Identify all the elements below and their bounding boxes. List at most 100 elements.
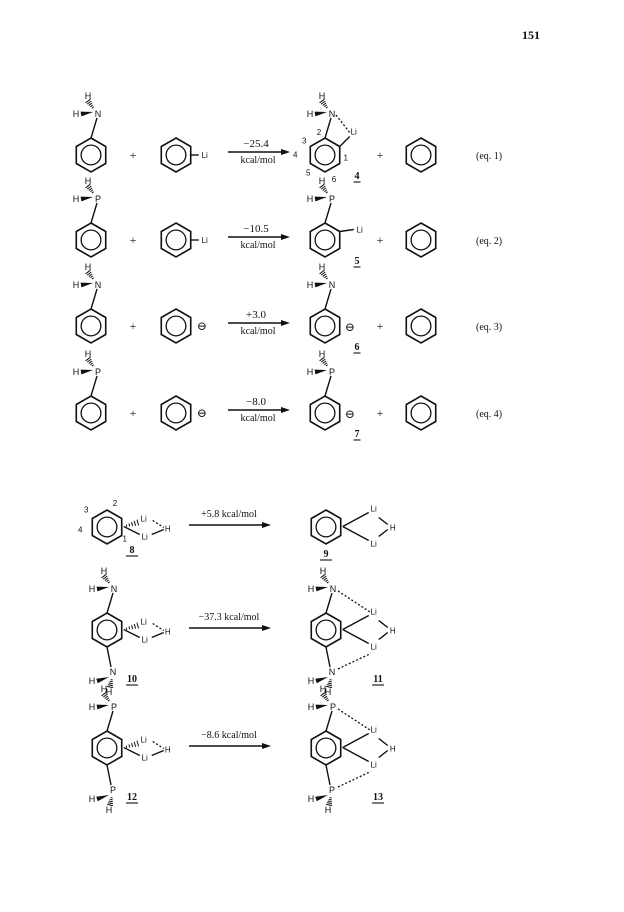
benzene-ring: [405, 395, 437, 431]
product-eq3-wedge: [314, 282, 327, 288]
ring-number: 3: [84, 506, 89, 515]
benzene-ring: [75, 308, 107, 344]
equation-label: (eq. 3): [476, 322, 502, 333]
compound-number: 5: [355, 256, 360, 267]
reactant-r8-li-h1: [152, 519, 165, 529]
product-r12-li2: Li: [371, 761, 377, 770]
compound-number: 11: [373, 674, 382, 685]
reactant-r10-bridge-h: H: [165, 628, 171, 637]
reactant-top-r12-h1: H: [89, 702, 96, 712]
benzene-ring: [160, 395, 192, 431]
energy-unit: kcal/mol: [241, 413, 276, 424]
reactant-top-r12-bond: [106, 710, 114, 732]
aromatic-circle: [410, 315, 432, 337]
product-eq1-h2: H: [319, 91, 326, 101]
arrow-head: [281, 234, 290, 240]
ring-number: 5: [306, 169, 311, 178]
reactant-r8-li2: Li: [142, 533, 148, 542]
bottom-h2: H: [325, 687, 332, 697]
product-top-r12-h1: H: [308, 702, 315, 712]
product-eq3-atom: N: [329, 280, 336, 290]
benzene-ring: [75, 395, 107, 431]
ring-number: 1: [343, 154, 348, 163]
benzene-ring: [309, 395, 341, 431]
product-eq4-bond: [324, 375, 332, 397]
reactant-eq2-h1: H: [73, 194, 80, 204]
bottom-h2: H: [106, 805, 113, 815]
reactant-eq4-h1: H: [73, 367, 80, 377]
x-li-interaction: [337, 652, 372, 670]
product-top-r12-atom: P: [330, 702, 336, 712]
li-label: Li: [202, 236, 208, 245]
product-eq4-h2: H: [319, 349, 326, 359]
bottom-bond: [325, 764, 331, 786]
plus-sign: +: [377, 148, 384, 162]
reactant-r8-bridge-h: H: [165, 525, 171, 534]
product-eq3-h1: H: [307, 280, 314, 290]
reactant-eq3-bond: [90, 288, 98, 310]
li-label: Li: [357, 226, 363, 235]
product-r8-li1: Li: [371, 505, 377, 514]
arrow-head: [281, 407, 290, 413]
reactant-top-r10-h2: H: [101, 566, 108, 576]
ring-number: 2: [113, 499, 118, 508]
benzene-ring: [310, 509, 342, 545]
product-r10-li1-h: [378, 619, 389, 629]
product-eq2-bond: [324, 202, 332, 224]
product-top-r10-atom: N: [330, 584, 337, 594]
product-r10-li1: Li: [371, 608, 377, 617]
aromatic-circle: [96, 619, 118, 641]
product-eq2-h1: H: [307, 194, 314, 204]
charge-label: ⊖: [197, 319, 207, 333]
reactant-eq1-atom: N: [95, 109, 102, 119]
reactant-top-r10-atom: N: [111, 584, 118, 594]
bottom-h1: H: [308, 794, 315, 804]
reactant-top-r12-wedge: [96, 704, 109, 710]
li-bond: [339, 228, 354, 233]
aromatic-circle: [410, 144, 432, 166]
compound-number: 9: [324, 549, 329, 560]
aromatic-circle: [96, 516, 118, 538]
aromatic-circle: [315, 737, 337, 759]
reactant-eq1-h1: H: [73, 109, 80, 119]
arrow-head: [262, 522, 271, 528]
aromatic-circle: [165, 144, 187, 166]
product-top-r10-bond: [325, 592, 333, 614]
reactant-top-r12-hash: [101, 691, 110, 702]
reaction-energy: −10.5: [243, 223, 269, 235]
reactant-top-r12-h2: H: [101, 684, 108, 694]
product-eq1-atom: N: [329, 109, 336, 119]
reactant-r12-li2: Li: [142, 754, 148, 763]
bottom-atom: N: [110, 667, 117, 677]
benzene-ring: [91, 509, 123, 545]
reactant-top-r12-atom: P: [111, 702, 117, 712]
equation-label: (eq. 2): [476, 236, 502, 247]
product-eq2-h2: H: [319, 176, 326, 186]
reactant-eq3-hash: [85, 269, 94, 280]
compound-number: 12: [127, 792, 137, 803]
product-top-r10-hash: [320, 573, 329, 584]
product-top-r10-h1: H: [308, 584, 315, 594]
reactant-r12-li1: Li: [141, 736, 147, 745]
reactant-r12-bridge-h: H: [165, 746, 171, 755]
reactant-r8-hash-li1: [125, 519, 140, 527]
plus-sign: +: [130, 406, 137, 420]
product-top-r10-wedge: [315, 586, 328, 592]
reactant-eq4-bond: [90, 375, 98, 397]
charge-label: ⊖: [345, 320, 355, 334]
product-r8-c-li1: [342, 511, 370, 528]
reactant-eq2-h2: H: [85, 176, 92, 186]
bottom-h2: H: [106, 687, 113, 697]
product-r12-c-li2: [342, 746, 370, 763]
bottom-wedge: [96, 677, 109, 684]
bottom-bond: [106, 764, 112, 786]
reactant-r12-li-h1: [152, 740, 165, 750]
reaction-energy: +5.8 kcal/mol: [201, 509, 257, 520]
benzene-ring: [160, 222, 192, 258]
product-r8-bridge-h: H: [390, 524, 396, 533]
reactant-eq1-hash: [85, 98, 94, 109]
bottom-hash: [325, 679, 333, 689]
energy-unit: kcal/mol: [241, 326, 276, 337]
bottom-hash: [325, 797, 333, 807]
